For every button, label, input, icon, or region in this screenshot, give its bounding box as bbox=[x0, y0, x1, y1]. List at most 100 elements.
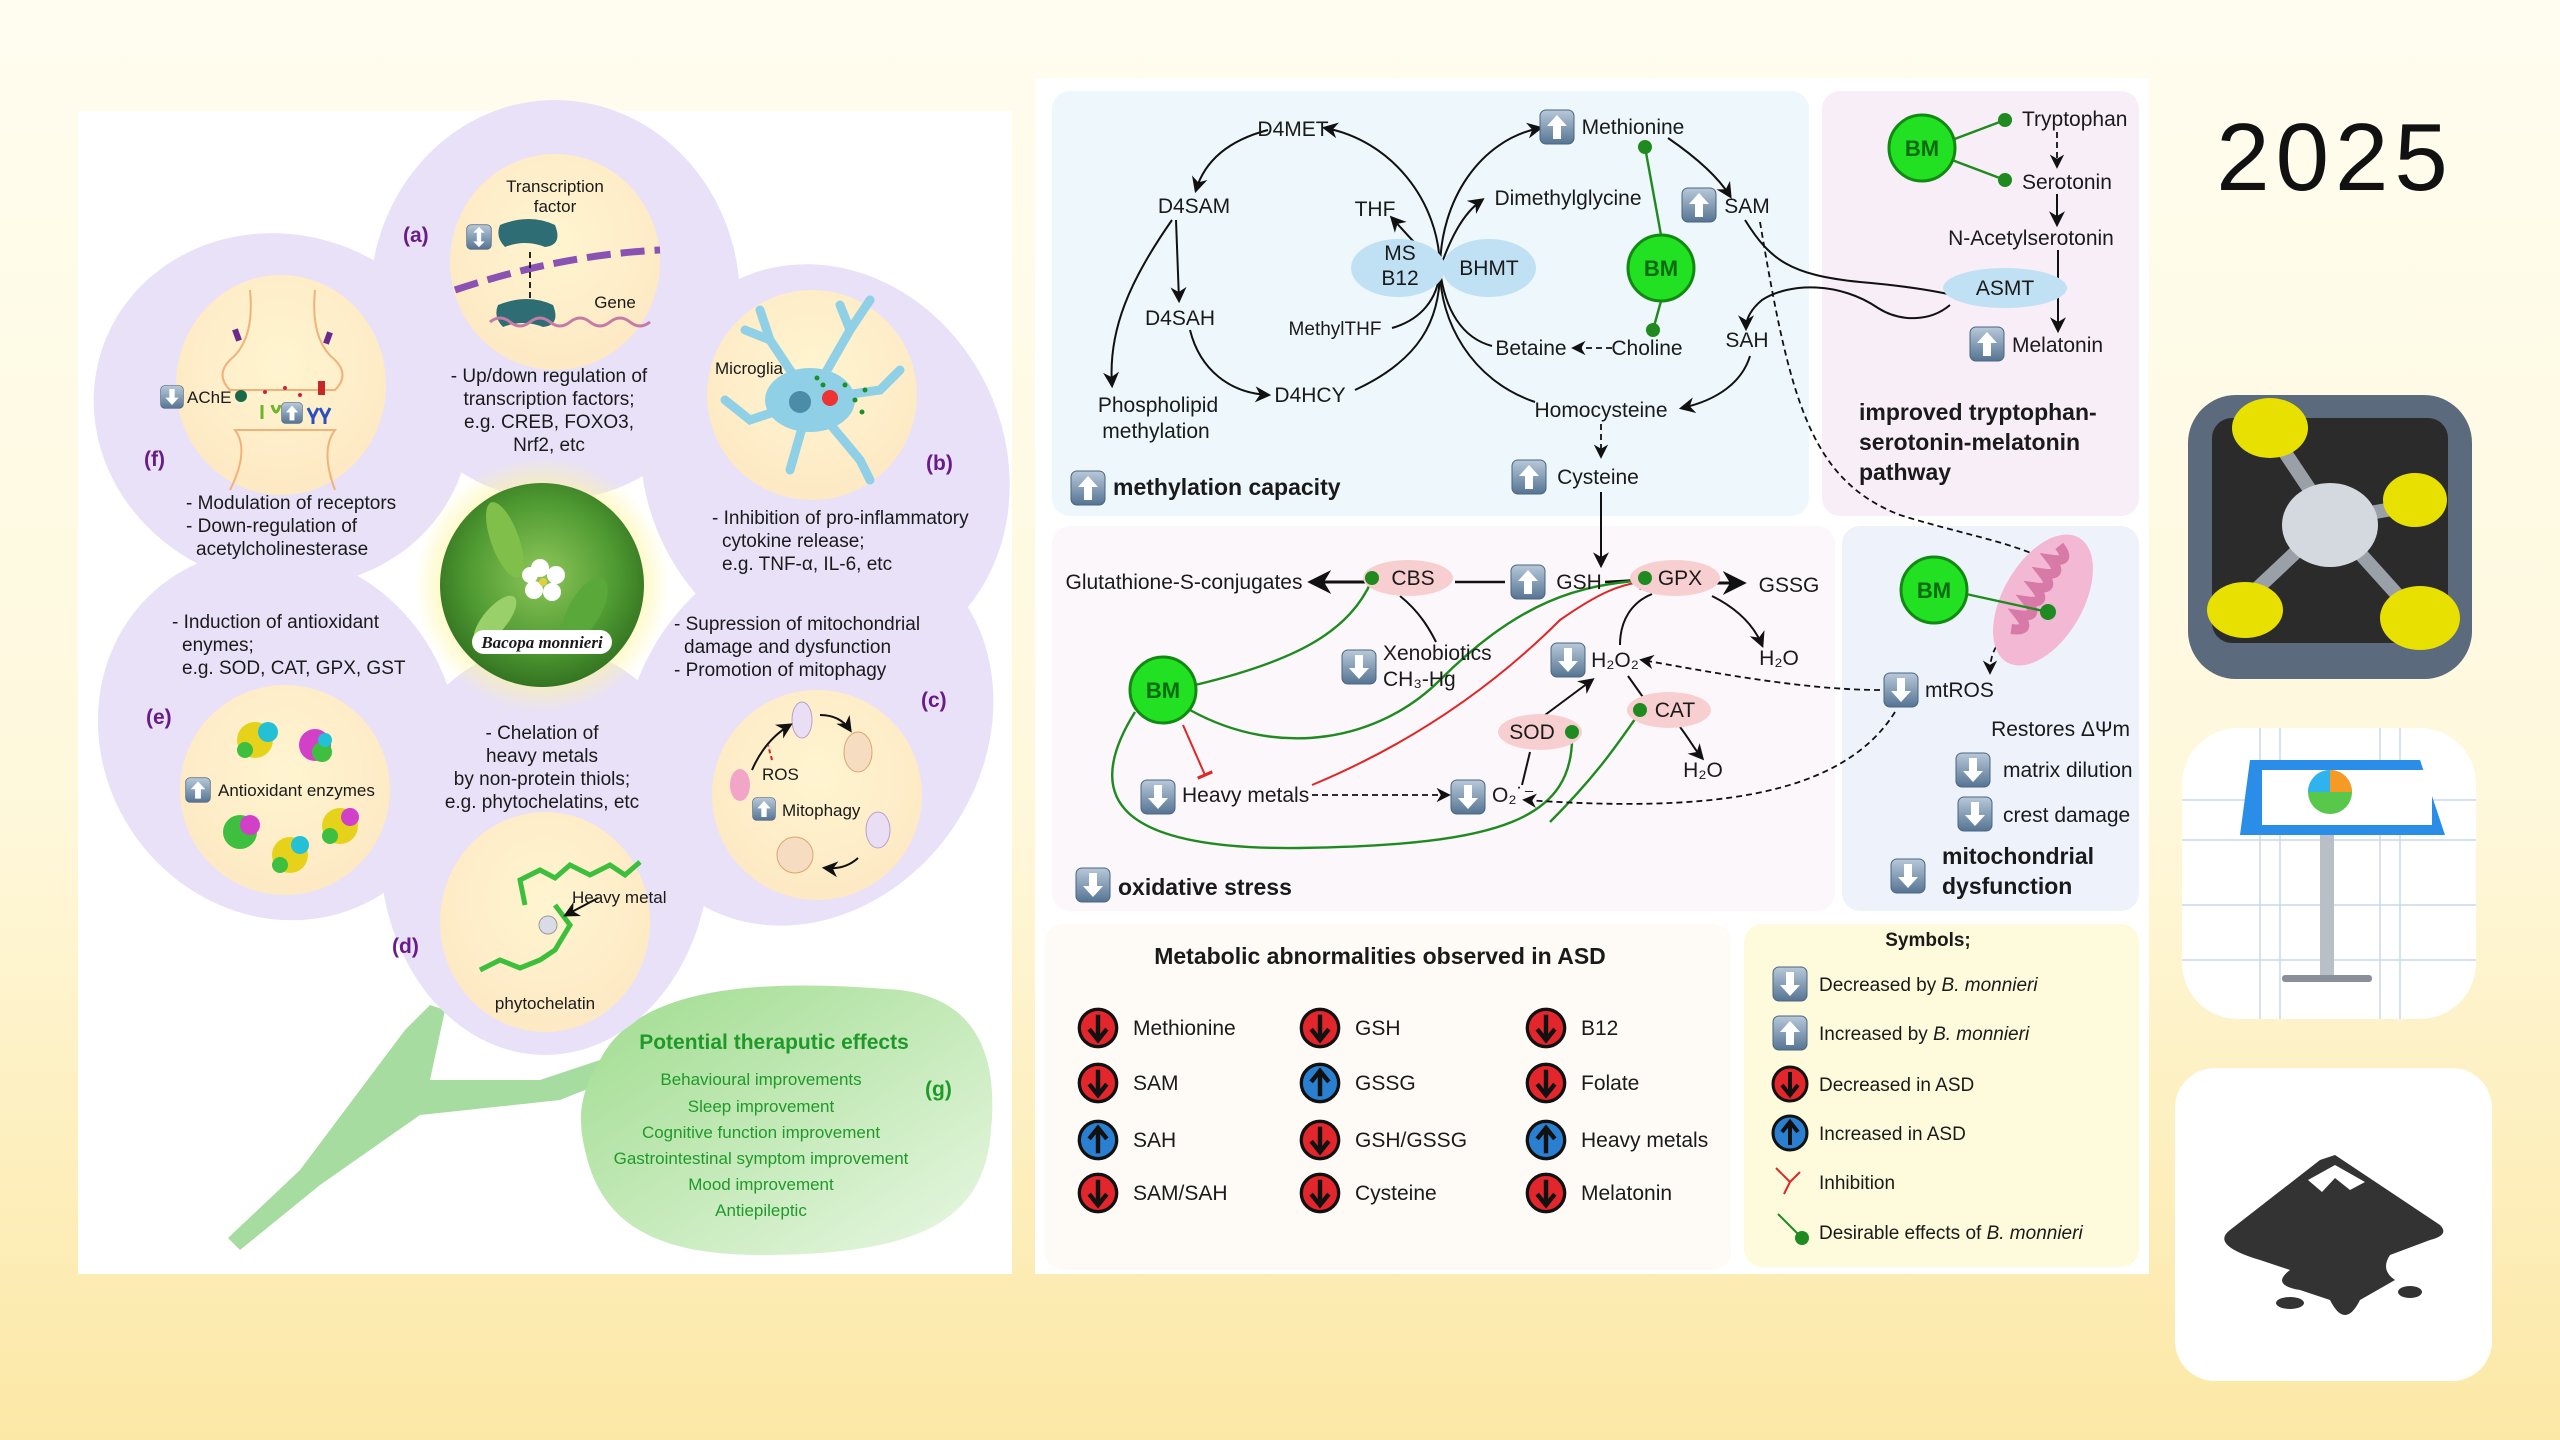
node-bhmt: BHMT bbox=[1459, 257, 1519, 280]
inkscape-icon[interactable] bbox=[2175, 1068, 2492, 1381]
node-xenobiotics: Xenobiotics bbox=[1383, 642, 1492, 665]
text-line: e.g. phytochelatins, etc bbox=[445, 792, 639, 813]
increase-icon bbox=[281, 402, 303, 424]
petal-text-c: - Supression of mitochondrial damage and… bbox=[674, 614, 920, 681]
asd-item: SAM bbox=[1079, 1064, 1179, 1101]
petal-label-g: (g) bbox=[925, 1078, 952, 1101]
petal-text-b: - Inhibition of pro-inflammatory cytokin… bbox=[712, 508, 969, 575]
petal-label-f: (f) bbox=[144, 448, 165, 471]
petal-label-d: (d) bbox=[392, 935, 419, 958]
text-line: - Modulation of receptors bbox=[186, 493, 396, 514]
therapeutic-title: Potential theraputic effects bbox=[639, 1031, 909, 1054]
legend-item: Increased in ASD bbox=[1819, 1124, 1966, 1145]
node-crest-damage: crest damage bbox=[2003, 804, 2130, 827]
asd-abnormalities: Metabolic abnormalities observed in ASD … bbox=[1079, 943, 1708, 1212]
node-methylthf: MethylTHF bbox=[1289, 319, 1382, 340]
node-melatonin: Melatonin bbox=[2012, 334, 2103, 357]
protein-icon bbox=[498, 219, 558, 247]
therapeutic-item: Antiepileptic bbox=[715, 1201, 807, 1220]
asd-item: B12 bbox=[1527, 1009, 1618, 1046]
oxidative-nodes: Glutathione-S-conjugates CBS GSH GPX GSS… bbox=[1066, 560, 1819, 903]
bm-node-methylation: BM bbox=[1626, 233, 1696, 303]
dna-icon bbox=[489, 316, 651, 328]
asd-item-label: SAH bbox=[1133, 1129, 1176, 1152]
asd-item-label: GSH bbox=[1355, 1017, 1401, 1040]
node-methionine: Methionine bbox=[1582, 116, 1685, 139]
therapeutic-effects: Potential theraputic effects Behavioural… bbox=[614, 1031, 952, 1220]
legend-item: Decreased by B. monnieri bbox=[1819, 975, 2038, 996]
increased-in-asd-icon bbox=[1771, 1114, 1809, 1152]
node-h2o2: H₂O₂ bbox=[1591, 649, 1639, 672]
oxidative-arrows bbox=[1110, 570, 2021, 850]
text-line: - Inhibition of pro-inflammatory bbox=[712, 508, 969, 529]
therapeutic-item: Gastrointestinal symptom improvement bbox=[614, 1149, 909, 1168]
figure-label: Gene bbox=[594, 293, 636, 312]
petal-label-c: (c) bbox=[921, 689, 947, 712]
abnormalities-section bbox=[1045, 924, 1731, 1270]
node-gpx: GPX bbox=[1658, 567, 1702, 590]
mitochondrion-icon bbox=[1993, 534, 2093, 666]
node-gsh: GSH bbox=[1556, 571, 1602, 594]
mitochondria-section-content: BM mtROS Restores ΔΨm matrix dilution cr… bbox=[1883, 534, 2133, 899]
node-d4hcy: D4HCY bbox=[1274, 384, 1345, 407]
mitochondria-title: mitochondrial bbox=[1942, 843, 2094, 869]
asd-item: Cysteine bbox=[1301, 1174, 1437, 1211]
tryptophan-pathway: BM Tryptophan Serotonin N-Acetylserotoni… bbox=[1859, 108, 2127, 485]
bm-label: BM bbox=[1917, 578, 1951, 603]
stem bbox=[228, 1005, 610, 1250]
up-down-arrow-icon bbox=[466, 224, 492, 250]
petal-text-a: - Up/down regulation of transcription fa… bbox=[451, 366, 648, 456]
decrease-icon bbox=[1140, 779, 1176, 815]
node-asmt: ASMT bbox=[1976, 277, 2035, 300]
bm-label: BM bbox=[1905, 136, 1939, 161]
decreased-in-asd-icon bbox=[1527, 1064, 1564, 1101]
node-d4sah: D4SAH bbox=[1145, 307, 1215, 330]
synapse-figure: AChE bbox=[160, 289, 344, 491]
decreased-in-asd-icon bbox=[1301, 1121, 1338, 1158]
node-d4met: D4MET bbox=[1257, 118, 1328, 141]
asd-item: SAH bbox=[1079, 1121, 1176, 1158]
asd-item: Folate bbox=[1527, 1064, 1639, 1101]
node-cysteine: Cysteine bbox=[1557, 466, 1639, 489]
bacopa-monnieri-photo: Bacopa monnieri bbox=[414, 457, 670, 713]
desirable-effect-symbol-icon bbox=[1777, 1213, 1809, 1245]
inhibition-symbol-icon bbox=[1775, 1167, 1801, 1195]
increase-icon bbox=[1681, 187, 1717, 223]
decreased-in-asd-icon bbox=[1079, 1064, 1116, 1101]
restores-membrane-potential: Restores ΔΨm bbox=[1991, 718, 2130, 741]
node-sod: SOD bbox=[1509, 721, 1555, 744]
keynote-icon[interactable] bbox=[2182, 728, 2476, 1019]
decrease-icon bbox=[160, 385, 184, 409]
decreased-in-asd-icon bbox=[1301, 1174, 1338, 1211]
figure-label: factor bbox=[534, 197, 577, 216]
node-h2o: H₂O bbox=[1683, 759, 1723, 782]
node-mtros: mtROS bbox=[1925, 679, 1994, 702]
node-choline: Choline bbox=[1611, 337, 1682, 360]
molecule-app-icon[interactable] bbox=[2188, 395, 2472, 679]
node-dimethylglycine: Dimethylglycine bbox=[1494, 187, 1641, 210]
text-line: - Down-regulation of bbox=[186, 516, 358, 537]
therapeutic-leaf bbox=[580, 985, 993, 1255]
decrease-icon bbox=[1957, 796, 1993, 832]
asd-item: GSH bbox=[1301, 1009, 1401, 1046]
increase-icon bbox=[752, 797, 776, 821]
increased-in-asd-icon bbox=[1527, 1121, 1564, 1158]
text-line: - Supression of mitochondrial bbox=[674, 614, 920, 635]
year-label: 2025 bbox=[2216, 104, 2454, 211]
increase-icon bbox=[1511, 459, 1547, 495]
asd-item-label: B12 bbox=[1581, 1017, 1618, 1040]
node-phospholipid: methylation bbox=[1102, 420, 1209, 443]
node-superoxide: O₂˙⁻ bbox=[1492, 784, 1535, 807]
transcription-factor-figure: Transcription factor Gene bbox=[453, 177, 661, 328]
methylation-labels: D4MET D4SAM D4SAH D4HCY Phospholipid met… bbox=[1070, 109, 1770, 506]
microglia-figure: Microglia bbox=[715, 295, 905, 485]
mitophagy-figure: ROS Mitophagy bbox=[730, 701, 891, 878]
bhmt-enzyme bbox=[1442, 239, 1536, 297]
decrease-icon bbox=[1075, 867, 1111, 903]
figure-label: Antioxidant enzymes bbox=[218, 781, 375, 800]
increase-icon bbox=[1510, 564, 1546, 600]
tryptophan-title: serotonin-melatonin bbox=[1859, 429, 2080, 455]
asd-item-label: Melatonin bbox=[1581, 1182, 1672, 1205]
figure-label: phytochelatin bbox=[495, 994, 595, 1013]
asd-item: Heavy metals bbox=[1527, 1121, 1708, 1158]
